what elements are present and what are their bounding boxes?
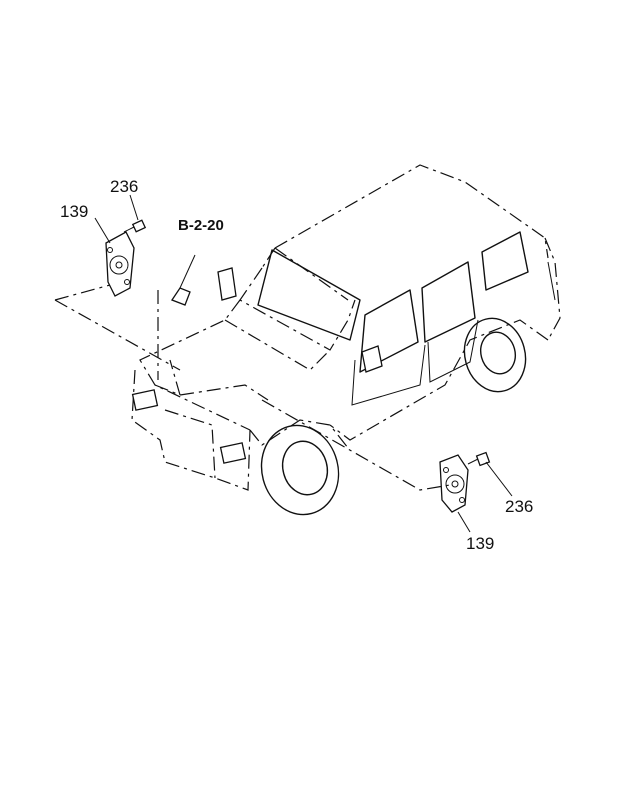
rear-wheel — [463, 317, 527, 393]
upper-bracket-139 — [105, 231, 135, 297]
left-headlight — [131, 389, 159, 411]
leader-lower-bolt — [485, 461, 513, 497]
leader-upper-bracket — [94, 217, 111, 244]
vehicle-outline — [131, 164, 561, 491]
callout-236-upper: 236 — [110, 177, 138, 196]
callout-139-upper: 139 — [60, 202, 88, 221]
front-wheel — [260, 424, 340, 516]
upper-bracket-guide-2 — [54, 299, 181, 371]
leader-lower-bracket — [457, 511, 471, 533]
upper-bolt-236 — [123, 219, 147, 233]
vehicle-windows — [257, 231, 556, 406]
right-headlight — [219, 442, 247, 464]
b-2-20-clip — [171, 254, 196, 306]
lower-bolt-236 — [467, 451, 491, 467]
callout-236-lower: 236 — [505, 497, 533, 516]
reference-b-2-20: B-2-20 — [178, 217, 224, 234]
leader-upper-bolt — [129, 194, 139, 221]
upper-bracket-guide — [54, 284, 111, 301]
side-mirror — [217, 267, 237, 301]
callout-139-lower: 139 — [466, 534, 494, 553]
lower-bracket-139 — [439, 454, 469, 513]
lower-bracket-guide — [261, 399, 451, 491]
door-mirror — [361, 345, 383, 373]
